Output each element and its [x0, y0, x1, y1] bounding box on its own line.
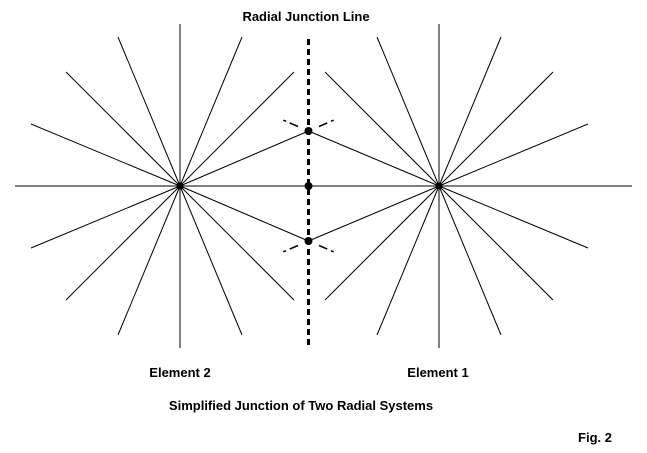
ray-line — [376, 185, 440, 336]
ray-line — [438, 36, 502, 187]
ray-line — [438, 185, 502, 336]
figure-number: Fig. 2 — [578, 430, 612, 445]
ray-line — [438, 185, 554, 301]
radial-rays-layer — [15, 24, 632, 348]
star-center-dot — [176, 182, 184, 190]
whisker-dash — [318, 119, 335, 128]
ray-line — [308, 130, 440, 187]
ray-line — [324, 185, 440, 301]
ray-line — [179, 185, 309, 242]
ray-line — [179, 185, 295, 301]
ray-line — [30, 185, 181, 249]
ray-line — [179, 185, 243, 336]
junction-dot — [304, 182, 313, 190]
ray-line — [117, 185, 181, 336]
star-center-dot — [435, 182, 443, 190]
ray-line — [376, 36, 440, 187]
element-2-label: Element 2 — [149, 365, 210, 380]
ray-line — [117, 36, 181, 187]
ray-line — [179, 36, 243, 187]
junction-dot — [304, 237, 313, 245]
node-dots-layer — [176, 127, 443, 245]
ray-line — [438, 123, 589, 187]
ray-line — [179, 130, 309, 187]
ray-line — [324, 71, 440, 187]
figure-caption: Simplified Junction of Two Radial System… — [169, 398, 433, 413]
ray-line — [438, 71, 554, 187]
junction-whiskers-layer — [282, 119, 335, 253]
ray-line — [65, 71, 181, 187]
element-1-label: Element 1 — [407, 365, 468, 380]
ray-line — [438, 185, 589, 249]
ray-line — [30, 123, 181, 187]
ray-line — [179, 71, 295, 187]
whisker-dash — [318, 244, 335, 253]
whisker-dash — [282, 244, 299, 253]
whisker-dash — [282, 119, 299, 128]
ray-line — [308, 185, 440, 242]
ray-line — [65, 185, 181, 301]
junction-dot — [304, 127, 313, 135]
diagram-title: Radial Junction Line — [242, 9, 369, 24]
